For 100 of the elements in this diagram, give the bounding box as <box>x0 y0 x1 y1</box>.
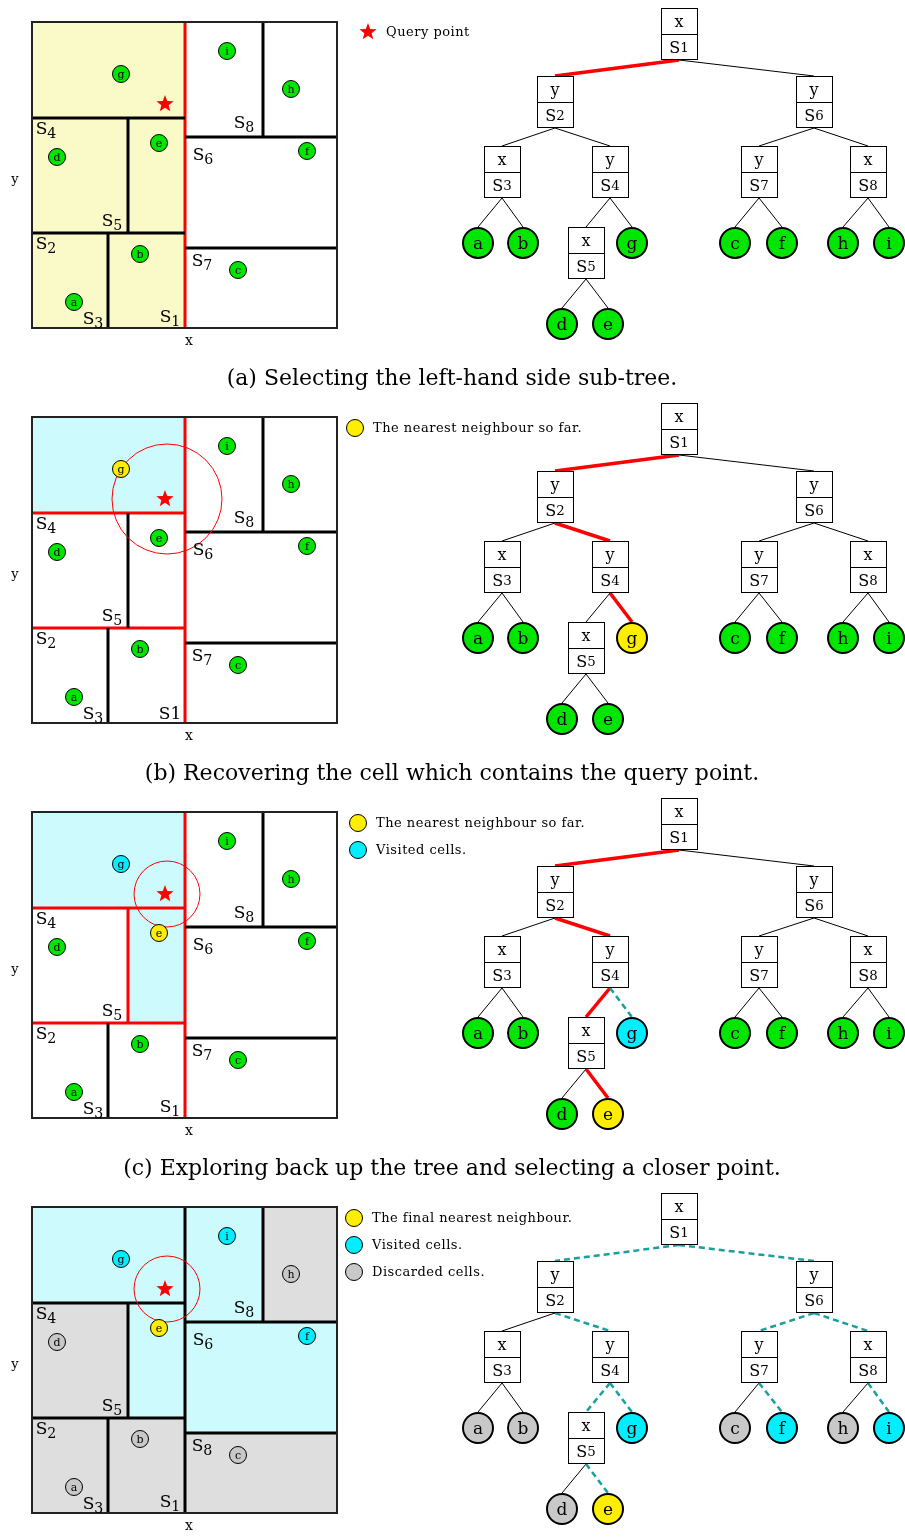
cell-label: S$_{6}$ <box>192 145 214 167</box>
caption: (c) Exploring back up the tree and selecting a closer point. <box>123 1157 781 1179</box>
tree-edge <box>734 197 760 228</box>
split-axis: x <box>862 938 874 961</box>
split-node <box>795 471 833 523</box>
split-node <box>795 866 833 918</box>
leaf-node: e <box>592 1098 624 1130</box>
leaf-node: g <box>616 1412 648 1444</box>
split-node <box>536 1261 574 1313</box>
tree-edge <box>501 1312 556 1332</box>
leaf-node: h <box>827 622 859 654</box>
split-node <box>849 541 887 593</box>
cell-label: S$_{8}$ <box>233 508 255 530</box>
leaf-node: e <box>592 703 624 735</box>
tree-edge <box>867 197 890 228</box>
leaf-node: a <box>462 227 494 259</box>
axis-label: x <box>185 728 193 742</box>
legend-text: The nearest neighbour so far. <box>376 816 586 829</box>
leaf-node: c <box>719 227 751 259</box>
data-point: b <box>131 640 149 658</box>
split-node <box>740 936 778 988</box>
cell-label: S$_{2}$ <box>35 629 57 651</box>
split-axis: x <box>862 1333 874 1356</box>
leaf-node: b <box>507 622 539 654</box>
tree-edge <box>842 987 869 1018</box>
leaf-node: b <box>507 1412 539 1444</box>
cell-label: S$_{5}$ <box>101 606 123 628</box>
tree-edge <box>758 522 815 542</box>
split-node <box>740 1331 778 1383</box>
axis-label: x <box>185 333 193 347</box>
tree-edge <box>585 197 611 228</box>
leaf-node: g <box>616 227 648 259</box>
cell-label: S$_{4}$ <box>35 514 57 536</box>
split-node <box>660 403 698 455</box>
split-node <box>660 798 698 850</box>
cell-label: S$_{5}$ <box>101 211 123 233</box>
cell-label: S$_{4}$ <box>35 909 57 931</box>
split-node <box>740 541 778 593</box>
axis-label: x <box>185 1518 193 1532</box>
split-axis: y <box>808 78 820 101</box>
data-point: f <box>298 537 316 555</box>
cell-label: S$_{2}$ <box>35 1024 57 1046</box>
data-point: c <box>229 656 247 674</box>
tree-edge <box>554 848 680 868</box>
legend-text: Visited cells. <box>372 1238 463 1251</box>
tree-edge <box>554 453 680 473</box>
cell-label: S$_{1}$ <box>159 1492 181 1514</box>
tree-edge <box>554 521 611 543</box>
data-point: d <box>48 938 66 956</box>
tree-edge <box>758 592 783 623</box>
leaf-node: i <box>873 227 905 259</box>
data-point: h <box>282 475 300 493</box>
split-node <box>567 1412 605 1464</box>
legend-text: The final nearest neighbour. <box>372 1211 573 1224</box>
split-axis: y <box>604 938 616 961</box>
leaf-node: a <box>462 622 494 654</box>
cell-label: S$_{8}$ <box>233 113 255 135</box>
tree-edge <box>585 673 609 704</box>
leaf-node: d <box>546 308 578 340</box>
split-axis: x <box>673 800 685 823</box>
split-node <box>483 146 521 198</box>
data-point: a <box>65 1083 83 1101</box>
tree-edge <box>609 197 633 228</box>
axis-label: y <box>11 171 19 185</box>
cell-label: S$_{6}$ <box>192 540 214 562</box>
leaf-node: c <box>719 1412 751 1444</box>
tree-edge <box>501 522 556 542</box>
axis-label: y <box>11 961 19 975</box>
data-point: h <box>282 870 300 888</box>
data-point: e <box>150 529 168 547</box>
split-axis: x <box>580 1019 592 1042</box>
split-axis: y <box>604 1333 616 1356</box>
tree-edge <box>813 522 869 542</box>
leaf-node: i <box>873 622 905 654</box>
split-axis: y <box>808 473 820 496</box>
split-node <box>591 1331 629 1383</box>
tree-edge <box>867 1382 890 1413</box>
split-axis: y <box>604 148 616 171</box>
tree-edge <box>609 1382 633 1413</box>
split-axis: x <box>862 148 874 171</box>
tree-edge <box>585 278 609 309</box>
leaf-node: f <box>766 622 798 654</box>
split-axis: x <box>673 405 685 428</box>
tree-edge <box>842 592 869 623</box>
cell-label: S$_{7}$ <box>191 251 213 273</box>
split-axis: x <box>496 543 508 566</box>
leaf-node: d <box>546 1493 578 1525</box>
split-axis: y <box>753 148 765 171</box>
tree-edge <box>477 197 503 228</box>
split-node <box>591 541 629 593</box>
tree-edge <box>554 916 611 938</box>
tree-edge <box>501 917 556 937</box>
cell-label: S$_{2}$ <box>35 1419 57 1441</box>
legend-text: Query point <box>386 25 470 38</box>
legend-text: Discarded cells. <box>372 1265 486 1278</box>
data-point: a <box>65 688 83 706</box>
cell-label: S1 <box>158 704 182 722</box>
axis-label: x <box>185 1123 193 1137</box>
tree-edge <box>554 1311 611 1333</box>
cell-label: S$_{5}$ <box>101 1001 123 1023</box>
